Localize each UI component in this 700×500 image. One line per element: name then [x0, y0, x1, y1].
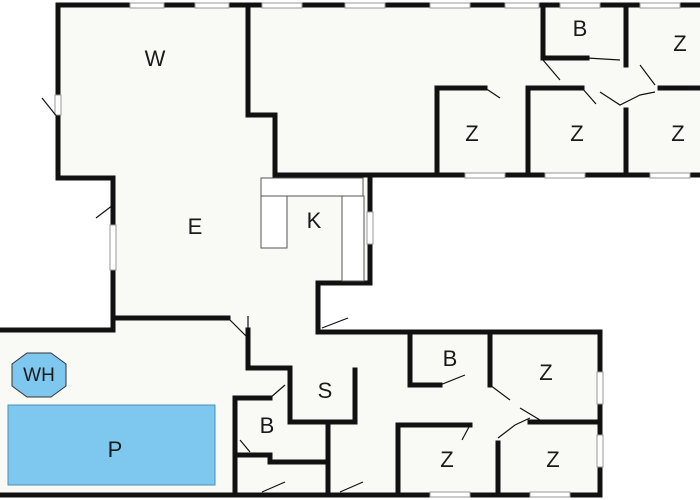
whirlpool-shape [11, 352, 67, 398]
room-label-z-5: Z [440, 447, 453, 472]
pool-shape [7, 404, 216, 486]
room-label-z-3: Z [671, 121, 684, 146]
room-label-b-mid: B [443, 346, 458, 371]
room-label-b-top: B [573, 16, 588, 41]
doors [41, 57, 686, 493]
room-label-b-bottom: B [260, 413, 275, 438]
kitchen-counters [260, 177, 365, 282]
room-label-z-1: Z [465, 121, 478, 146]
room-label-p: P [108, 437, 123, 462]
windows [54, 2, 691, 498]
room-label-z-6: Z [546, 447, 559, 472]
room-label-z-2: Z [570, 121, 583, 146]
room-label-e: E [188, 214, 203, 239]
room-label-k: K [307, 208, 322, 233]
room-label-s: S [318, 378, 333, 403]
room-label-z-top-right: Z [673, 31, 686, 56]
room-label-w: W [145, 46, 166, 71]
room-label-z-4: Z [539, 360, 552, 385]
interior-walls [110, 2, 700, 498]
room-label-wh: WH [23, 365, 55, 386]
